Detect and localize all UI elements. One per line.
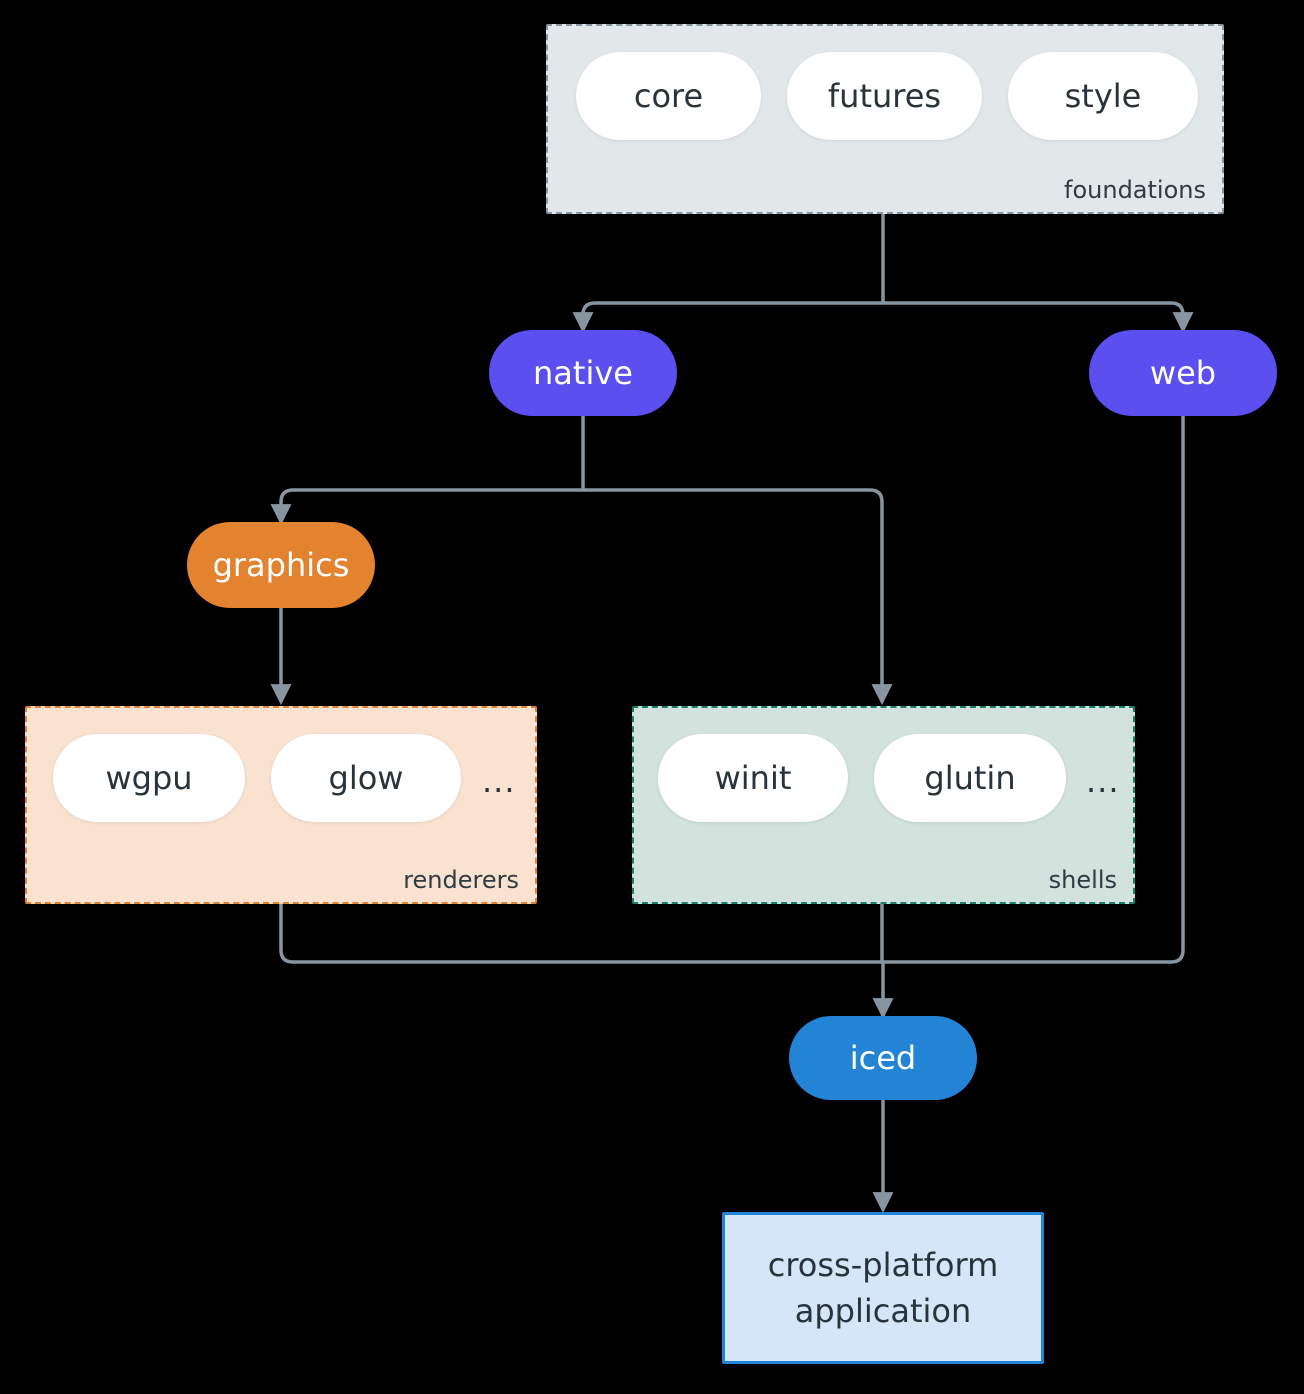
edge-native-to-graphics	[270, 488, 583, 526]
node-futures[interactable]: futures	[787, 52, 982, 140]
node-wgpu[interactable]: wgpu	[53, 734, 245, 822]
renderers-ellipsis: ...	[482, 762, 516, 800]
node-glutin-label: glutin	[924, 759, 1016, 797]
node-futures-label: futures	[827, 77, 942, 115]
node-web[interactable]: web	[1089, 330, 1277, 416]
group-shells-label: shells	[1048, 866, 1117, 894]
group-renderers-label: renderers	[403, 866, 519, 894]
node-web-label: web	[1149, 354, 1217, 392]
node-native-label: native	[533, 354, 633, 392]
edge-web-to-bus	[883, 416, 1185, 964]
node-glow-label: glow	[328, 759, 404, 797]
group-foundations-label: foundations	[1064, 176, 1206, 204]
node-graphics[interactable]: graphics	[187, 522, 375, 608]
node-graphics-label: graphics	[212, 546, 350, 584]
node-winit-label: winit	[714, 759, 792, 797]
application-label-line1: cross-platform	[767, 1245, 999, 1284]
node-cross-platform-application[interactable]: cross-platform application	[722, 1212, 1044, 1364]
node-winit[interactable]: winit	[658, 734, 848, 822]
edge-foundations-to-web	[883, 301, 1194, 334]
edge-native-to-shells	[583, 488, 893, 706]
group-renderers[interactable]: wgpu glow ... renderers	[25, 706, 537, 904]
group-foundations[interactable]: core futures style foundations	[546, 24, 1224, 214]
node-core-label: core	[633, 77, 704, 115]
node-wgpu-label: wgpu	[105, 759, 193, 797]
group-shells[interactable]: winit glutin ... shells	[632, 706, 1135, 904]
node-glutin[interactable]: glutin	[874, 734, 1066, 822]
node-style-label: style	[1064, 77, 1142, 115]
edge-foundations-to-native	[572, 301, 883, 334]
shells-ellipsis: ...	[1086, 762, 1120, 800]
node-iced[interactable]: iced	[789, 1016, 977, 1100]
node-iced-label: iced	[849, 1039, 917, 1077]
node-core[interactable]: core	[576, 52, 761, 140]
node-glow[interactable]: glow	[271, 734, 461, 822]
application-label-line2: application	[794, 1292, 972, 1330]
node-style[interactable]: style	[1008, 52, 1198, 140]
node-native[interactable]: native	[489, 330, 677, 416]
edge-renderers-to-bus	[279, 904, 883, 964]
